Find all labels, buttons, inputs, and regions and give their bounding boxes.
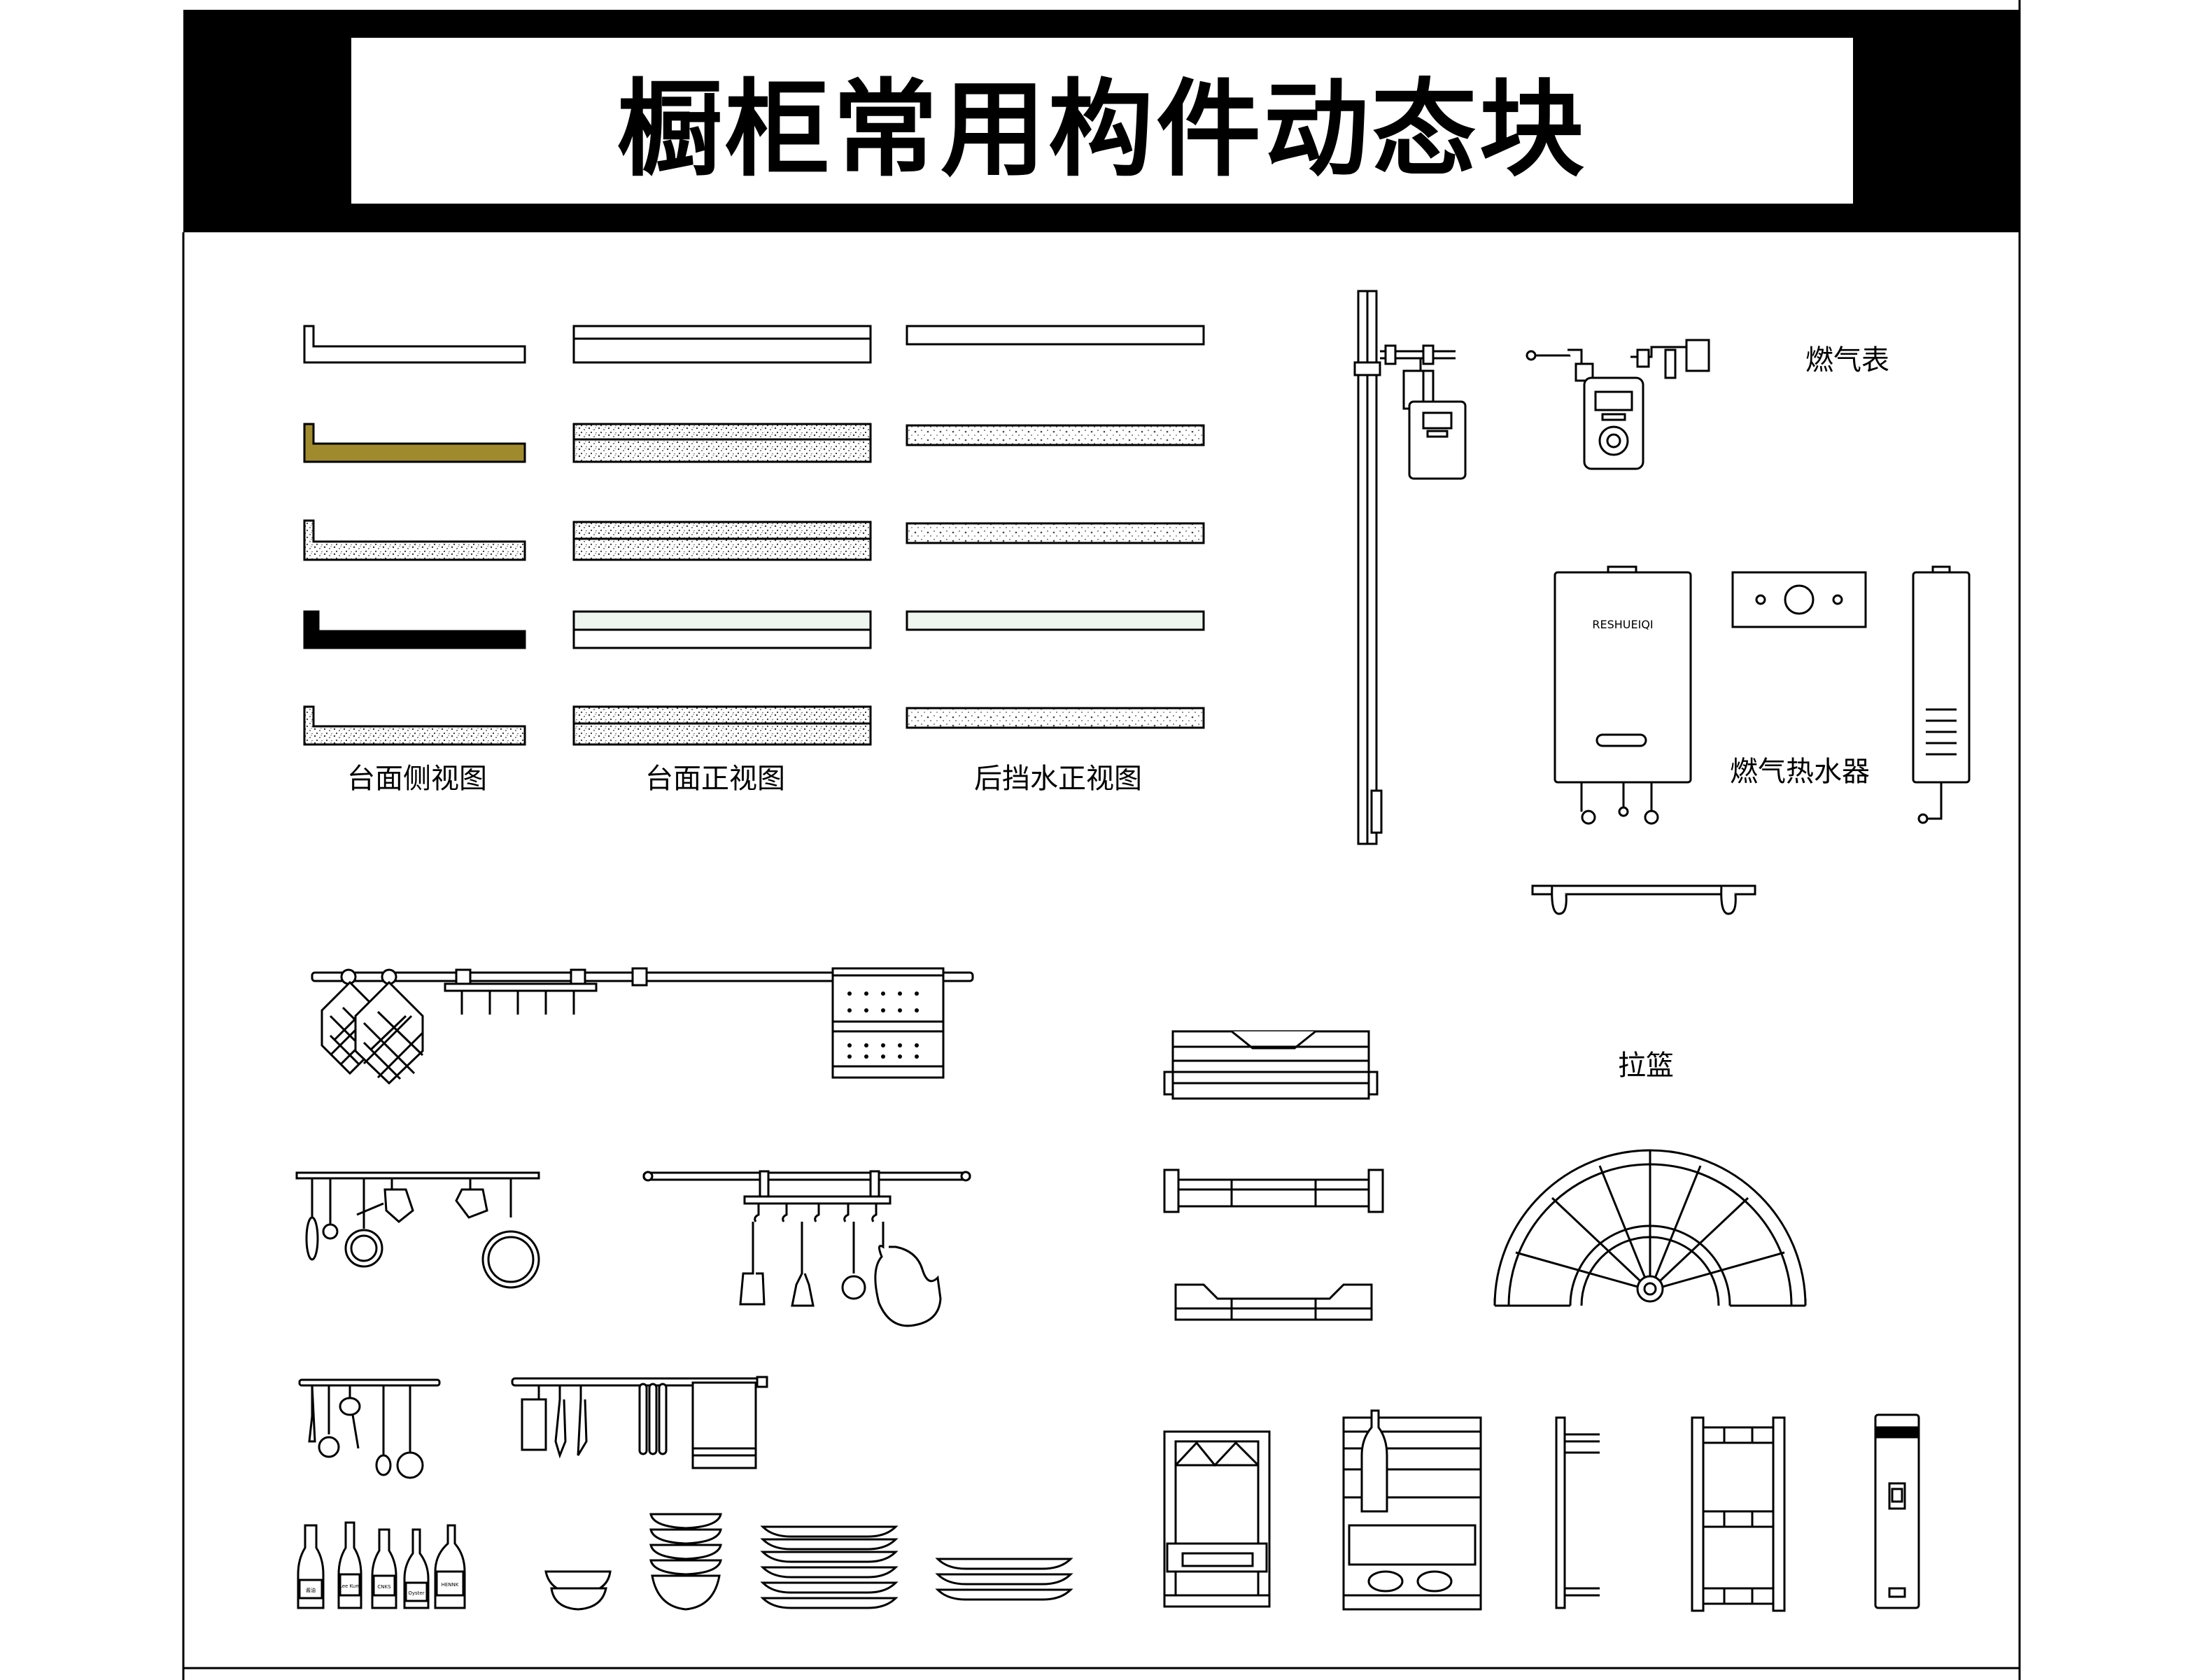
backsplash-front-views <box>906 325 1205 729</box>
bottle-label: 酱油 <box>306 1587 316 1593</box>
label-gas-water-heater: 燃气热水器 <box>1730 756 1870 788</box>
page-title: 橱柜常用构件动态块 <box>617 69 1587 191</box>
bowl-stacks <box>544 1513 722 1611</box>
gas-water-heater-side <box>1912 565 1971 824</box>
pull-basket-front-1 <box>1163 1030 1379 1100</box>
cabinet-pullout-2 <box>1342 1409 1482 1611</box>
gas-water-heater-front: RESHUEIQI <box>1554 565 1692 825</box>
label-gas-meter: 燃气表 <box>1805 344 1889 376</box>
tall-pullout-front <box>1691 1416 1786 1612</box>
label-pull-basket: 拉篮 <box>1618 1050 1674 1082</box>
tall-unit-side <box>1874 1413 1920 1609</box>
hanging-rail-mitt <box>642 1170 971 1327</box>
hanging-rail-ladles <box>298 1378 441 1479</box>
label-countertop-side: 台面侧视图 <box>347 763 487 795</box>
hanging-rail-pans <box>295 1171 540 1289</box>
pull-basket-front-3 <box>1174 1283 1373 1321</box>
countertop-side-views <box>303 325 526 746</box>
hanging-rail-potholders <box>311 967 974 1085</box>
wall-shelf <box>1531 884 1756 915</box>
bottle-label: Lee Kum <box>339 1583 360 1589</box>
bottle-label: HENNK <box>442 1582 459 1588</box>
plate-stacks <box>760 1525 1073 1609</box>
gas-meter-riser <box>1353 290 1467 845</box>
corner-carousel-basket <box>1493 1149 1807 1307</box>
label-backsplash-front: 后挡水正视图 <box>974 763 1142 795</box>
narrow-pullout-side <box>1555 1416 1600 1609</box>
gas-meter-icon <box>1526 339 1710 470</box>
heater-wall-plate <box>1731 571 1867 628</box>
label-countertop-front: 台面正视图 <box>645 763 785 795</box>
bottle-label: Oyster <box>408 1590 424 1596</box>
condiment-bottles <box>297 1521 466 1609</box>
knife-rack-towel <box>511 1376 768 1469</box>
bottle-label: CNKS <box>377 1584 391 1590</box>
pull-basket-front-2 <box>1163 1169 1384 1213</box>
cabinet-pullout-1 <box>1163 1430 1271 1608</box>
countertop-front-views <box>572 325 872 746</box>
title-box: 橱柜常用构件动态块 <box>351 38 1853 204</box>
heater-brand-text: RESHUEIQI <box>1592 618 1653 631</box>
sheet-frame <box>182 0 2021 1680</box>
bottle-labels: 酱油 Lee Kum CNKS Oyster HENNK <box>306 1582 459 1596</box>
